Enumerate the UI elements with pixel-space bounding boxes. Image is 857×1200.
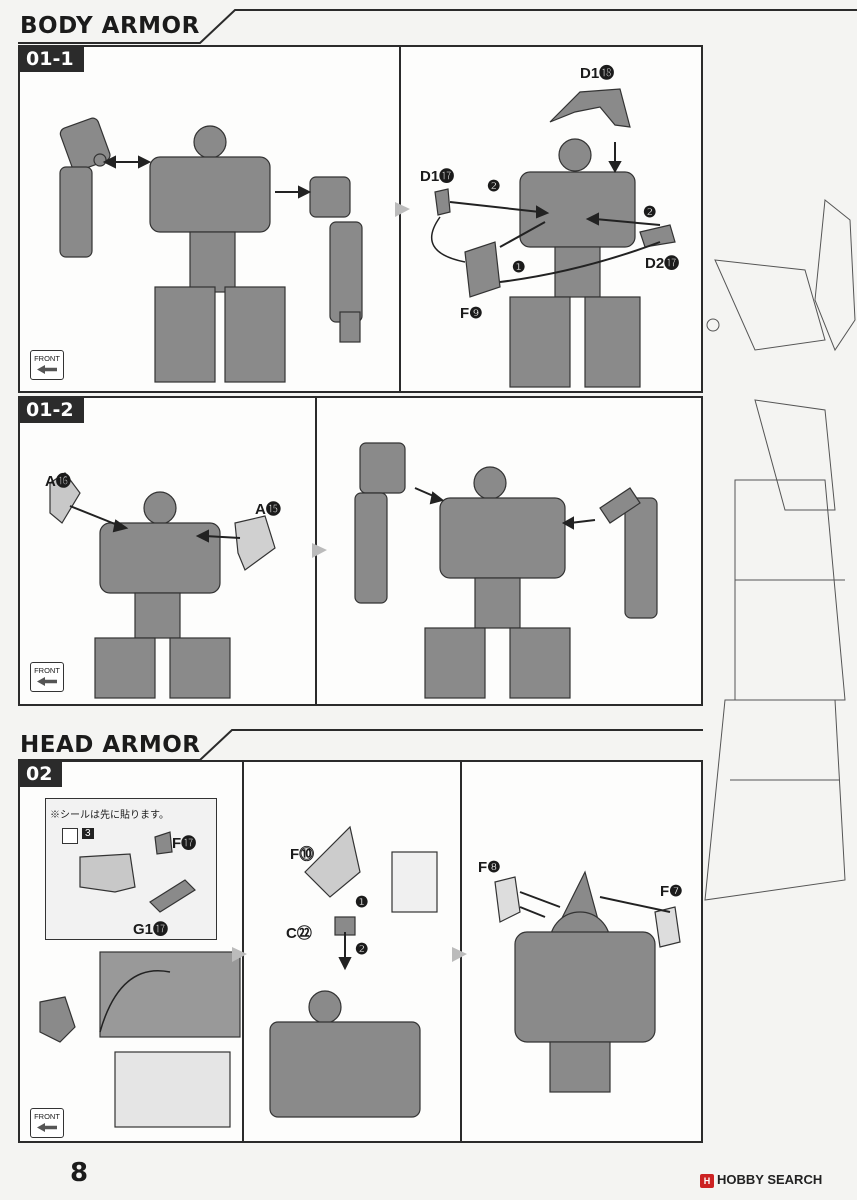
diagram-02 [39,825,681,1128]
front-icon: FRONT [30,662,64,692]
label-d1-18: D1⓲ [580,65,615,82]
label-f7: F❼ [660,883,683,900]
label-f9: F❾ [460,305,483,322]
step-badge-01-2: 01-2 [18,398,84,423]
label-c22: C㉒ [286,925,312,942]
label-f10: F⓾ [290,846,315,863]
diagram-01-2 [49,442,658,699]
step-badge-02: 02 [18,762,63,787]
step-number-2: ❷ [355,941,369,958]
front-icon: FRONT [30,1108,64,1138]
note-sticker-first: ※シールは先に貼ります。 [50,810,169,821]
header-bar-body [18,9,857,44]
label-d1-17: D1⓱ [420,168,455,185]
step-number-1: ❶ [512,259,526,276]
label-f8: F❽ [478,859,501,876]
step-number-2b: ❷ [643,204,657,221]
section-title-body-armor: BODY ARMOR [20,13,200,39]
label-g1-17: G1⓱ [133,921,169,938]
step-badge-01-1: 01-1 [18,47,84,72]
label-a15: A⓯ [255,501,281,518]
panel-divider [399,47,401,391]
label-d2-17: D2⓱ [645,255,680,272]
label-f17: F⓱ [172,835,197,852]
diagram-01-1 [59,88,676,388]
background-robot-lineart [704,199,856,901]
page-number: 8 [70,1158,89,1188]
panel-divider [242,762,244,1141]
step-number-2a: ❷ [487,178,501,195]
sticker-icon [62,828,78,844]
label-a16: A⓰ [45,473,71,490]
section-title-head-armor: HEAD ARMOR [20,732,201,758]
sticker-number: 3 [82,828,94,839]
step-number-1: ❶ [355,894,369,911]
front-icon: FRONT [30,350,64,380]
